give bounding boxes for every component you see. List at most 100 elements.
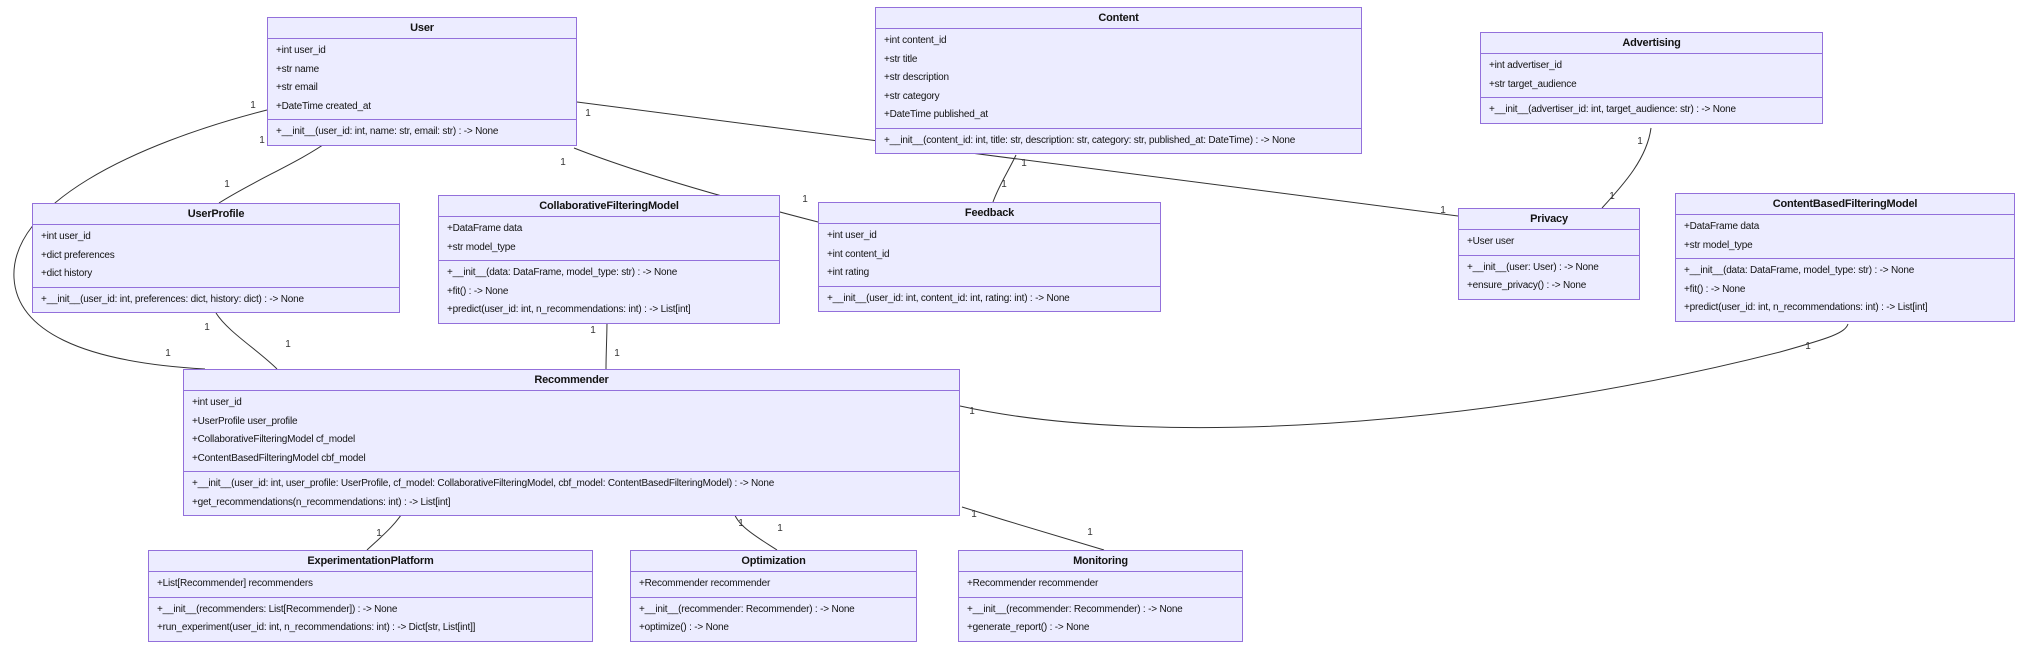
class-node-user: User+int user_id+str name+str email+Date… <box>267 17 577 146</box>
class-node-feedback: Feedback+int user_id+int content_id+int … <box>818 202 1161 312</box>
class-method: +__init__(content_id: int, title: str, d… <box>884 134 1296 146</box>
methods-compartment: +__init__(user_id: int, content_id: int,… <box>819 285 1160 312</box>
class-attribute: +str category <box>884 90 940 102</box>
class-attribute: +str target_audience <box>1489 78 1577 90</box>
attributes-compartment: +int advertiser_id+str target_audience <box>1481 53 1822 97</box>
class-title: Recommender <box>534 374 609 386</box>
attributes-compartment: +int user_id +int content_id +int rating <box>819 223 1160 286</box>
class-attribute: +int user_id <box>192 397 242 408</box>
class-node-contentbasedfilteringmodel: ContentBasedFilteringModel+DataFrame dat… <box>1675 193 2015 322</box>
class-method: +fit() : -> None <box>1684 283 1746 295</box>
attributes-compartment: +int user_id+UserProfile user_profile+Co… <box>184 390 959 471</box>
class-attribute: +Recommender recommender <box>639 578 771 589</box>
class-node-advertising: Advertising +int advertiser_id+str target… <box>1480 32 1823 124</box>
class-method: +fit() : -> None <box>447 285 509 297</box>
class-method: +__init__(data: DataFrame, model_type: s… <box>1684 265 1915 276</box>
class-method: +__init__(user_id: int, preferences: dic… <box>41 293 304 305</box>
class-attribute: +dict history <box>41 268 93 279</box>
multiplicity-label: 1 <box>285 339 291 350</box>
class-node-userprofile: UserProfile +int user_id+dict preferences… <box>32 203 400 313</box>
multiplicity-label: 1 <box>204 322 210 333</box>
class-method: +run_experiment(user_id: int, n_recommen… <box>157 622 476 633</box>
class-attribute: +int user_id <box>827 230 877 241</box>
class-attribute: +List[Recommender] recommenders <box>157 578 313 589</box>
class-attribute: +DataFrame data <box>1684 221 1760 232</box>
methods-compartment: +__init__(content_id: int, title: str, d… <box>876 127 1361 154</box>
class-attribute: +str model_type <box>1684 239 1753 251</box>
edge-userprofile-recommender <box>215 312 278 370</box>
methods-compartment: +__init__(data: DataFrame, model_type: s… <box>439 260 779 323</box>
edge-user-feedback <box>573 147 819 223</box>
multiplicity-label: 1 <box>1805 341 1811 352</box>
attributes-compartment: +Recommender recommender <box>959 571 1242 597</box>
class-node-collaborativefilteringmodel: CollaborativeFilteringModel +DataFrame da… <box>438 195 780 324</box>
methods-compartment: +__init__(data: DataFrame, model_type: s… <box>1676 258 2014 321</box>
class-attribute: +Recommender recommender <box>967 578 1099 589</box>
class-node-optimization: Optimization +Recommender recommender +__i… <box>630 550 917 642</box>
class-attribute: +int content_id <box>827 248 890 260</box>
class-method: +__init__(recommender: Recommender) : ->… <box>639 603 855 615</box>
multiplicity-label: 1 <box>585 108 591 119</box>
multiplicity-label: 1 <box>1087 527 1093 538</box>
class-attribute: +int rating <box>827 267 869 278</box>
class-method: +__init__(user_id: int, name: str, email… <box>276 126 499 137</box>
multiplicity-label: 1 <box>969 406 975 417</box>
class-node-experimentationplatform: ExperimentationPlatform +List[Recommender… <box>148 550 593 642</box>
multiplicity-label: 1 <box>1609 191 1615 202</box>
class-attribute: +int content_id <box>884 35 947 46</box>
class-attribute: +str model_type <box>447 241 516 253</box>
class-attribute: +ContentBasedFilteringModel cbf_model <box>192 452 366 464</box>
multiplicity-label: 1 <box>165 348 171 359</box>
multiplicity-label: 1 <box>376 528 382 539</box>
class-node-privacy: Privacy+User user+__init__(user: User) :… <box>1458 208 1640 300</box>
class-method: +__init__(recommenders: List[Recommender… <box>157 603 398 615</box>
attributes-compartment: +DataFrame data +str model_type <box>439 216 779 260</box>
class-title: UserProfile <box>187 208 245 220</box>
class-node-monitoring: Monitoring +Recommender recommender +__ini… <box>958 550 1243 642</box>
methods-compartment: +__init__(recommender: Recommender) : ->… <box>631 596 916 641</box>
attributes-compartment: +User user <box>1459 229 1639 255</box>
multiplicity-label: 1 <box>1440 205 1446 216</box>
class-title: Advertising <box>1622 37 1681 49</box>
class-method: +ensure_privacy() : -> None <box>1467 280 1587 291</box>
class-method: +optimize() : -> None <box>639 622 729 633</box>
multiplicity-label: 1 <box>1637 136 1643 147</box>
class-method: +__init__(advertiser_id: int, target_aud… <box>1489 104 1736 115</box>
class-attribute: +str email <box>276 82 318 93</box>
class-attribute: +User user <box>1467 236 1515 247</box>
class-method: +get_recommendations(n_recommendations: … <box>192 496 451 508</box>
class-attribute: +CollaborativeFilteringModel cf_model <box>192 434 355 445</box>
methods-compartment: +__init__(user_id: int, name: str, email… <box>268 119 576 145</box>
class-method: +predict(user_id: int, n_recommendations… <box>447 304 691 315</box>
class-attribute: +str name <box>276 63 319 75</box>
methods-compartment: +__init__(advertiser_id: int, target_aud… <box>1481 97 1822 123</box>
edge-advertising-privacy <box>1601 127 1652 209</box>
class-title: Feedback <box>964 207 1015 219</box>
class-node-recommender: Recommender +int user_id+UserProfile user… <box>183 369 960 516</box>
class-attribute: +int user_id <box>276 45 326 56</box>
class-title: Content <box>1098 12 1139 24</box>
class-node-content: Content+int content_id+str title+str des… <box>875 7 1362 154</box>
class-method: +__init__(user_id: int, user_profile: Us… <box>192 478 775 489</box>
multiplicity-label: 1 <box>971 509 977 520</box>
class-title: Monitoring <box>1073 555 1128 567</box>
multiplicity-label: 1 <box>802 194 808 205</box>
class-attribute: +DateTime published_at <box>884 109 988 120</box>
class-method: +predict(user_id: int, n_recommendations… <box>1684 302 1928 313</box>
class-title: Optimization <box>741 555 806 567</box>
class-method: +__init__(data: DataFrame, model_type: s… <box>447 267 678 278</box>
edge-recommender-collaborativefilteringmodel <box>605 319 608 370</box>
class-title: CollaborativeFilteringModel <box>539 200 679 212</box>
class-method: +__init__(recommender: Recommender) : ->… <box>967 603 1183 615</box>
attributes-compartment: +int user_id+dict preferences+dict histo… <box>33 224 399 287</box>
class-title: ExperimentationPlatform <box>307 555 434 567</box>
multiplicity-label: 1 <box>590 325 596 336</box>
class-attribute: +DataFrame data <box>447 223 523 234</box>
multiplicity-label: 1 <box>560 157 566 168</box>
class-method: +generate_report() : -> None <box>967 622 1090 633</box>
methods-compartment: +__init__(user_id: int, user_profile: Us… <box>184 471 959 515</box>
attributes-compartment: +int user_id+str name+str email+DateTime… <box>268 38 576 119</box>
methods-compartment: +__init__(user: User) : -> None+ensure_p… <box>1459 254 1639 299</box>
